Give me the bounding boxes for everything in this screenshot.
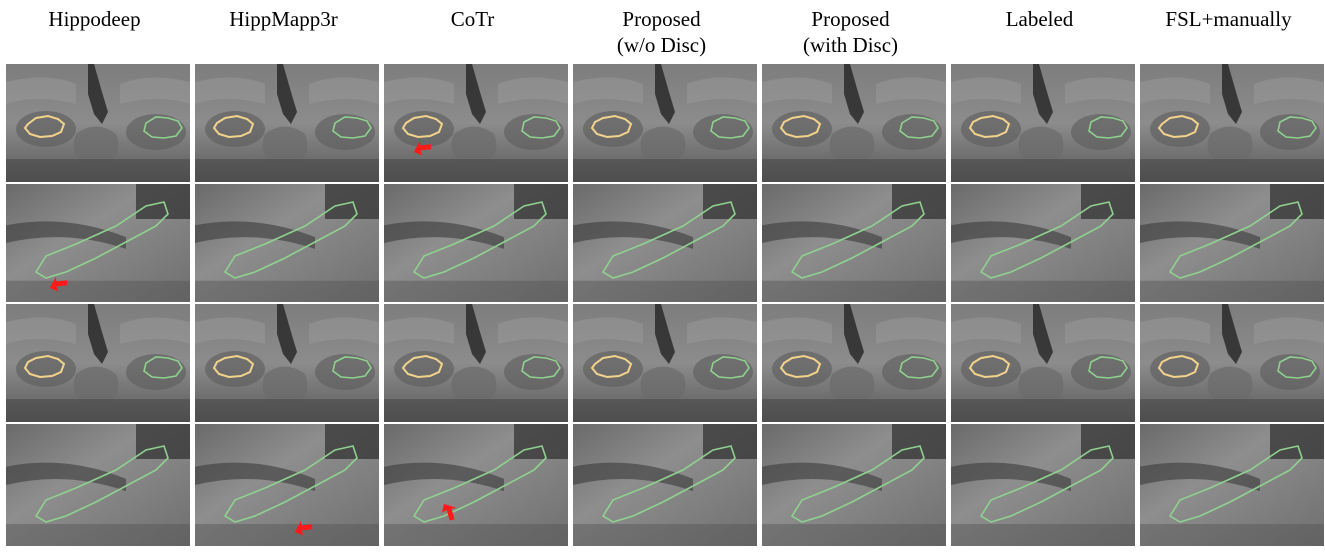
coronal-slice-labeled-group-2 [951, 304, 1135, 422]
coronal-slice-labeled-group-1 [951, 64, 1135, 182]
sagittal-slice-hippodeep-group-2 [6, 424, 190, 546]
column-title-labeled: Labeled [1005, 7, 1074, 31]
coronal-slice-proposed-with-disc-group-2 [762, 304, 946, 422]
sagittal-slice-proposed-w-o-disc-group-2 [573, 424, 757, 546]
sagittal-slice-cotr-group-2 [384, 424, 568, 546]
sagittal-slice-proposed-with-disc-group-1 [762, 184, 946, 302]
red-arrow-icon [414, 140, 432, 156]
coronal-slice-cotr-group-2 [384, 304, 568, 422]
red-arrow-icon [295, 520, 313, 536]
column-title-proposed-wo-disc: Proposed (w/o Disc) [616, 7, 707, 57]
red-arrow-icon [441, 504, 457, 521]
column-title-proposed-with-disc: Proposed (with Disc) [802, 7, 899, 57]
coronal-slice-hippodeep-group-1 [6, 64, 190, 182]
sagittal-slice-proposed-with-disc-group-2 [762, 424, 946, 546]
sagittal-slice-hippodeep-group-1 [6, 184, 190, 302]
sagittal-slice-proposed-w-o-disc-group-1 [573, 184, 757, 302]
sagittal-slice-labeled-group-2 [951, 424, 1135, 546]
coronal-slice-hippmapp3r-group-2 [195, 304, 379, 422]
red-arrow-icon [50, 276, 68, 292]
coronal-slice-hippodeep-group-2 [6, 304, 190, 422]
sagittal-slice-hippmapp3r-group-2 [195, 424, 379, 546]
coronal-slice-hippmapp3r-group-1 [195, 64, 379, 182]
column-title-hippmapp3r: HippMapp3r [229, 7, 338, 31]
coronal-slice-fsl-manually-group-1 [1140, 64, 1324, 182]
coronal-slice-fsl-manually-group-2 [1140, 304, 1324, 422]
coronal-slice-cotr-group-1 [384, 64, 568, 182]
column-title-hippodeep: Hippodeep [48, 7, 141, 31]
sagittal-slice-fsl-manually-group-2 [1140, 424, 1324, 546]
sagittal-slice-hippmapp3r-group-1 [195, 184, 379, 302]
column-title-cotr: CoTr [450, 7, 495, 31]
sagittal-slice-cotr-group-1 [384, 184, 568, 302]
sagittal-slice-fsl-manually-group-1 [1140, 184, 1324, 302]
coronal-slice-proposed-w-o-disc-group-1 [573, 64, 757, 182]
column-title-fsl-manually: FSL+manually [1165, 7, 1292, 31]
coronal-slice-proposed-with-disc-group-1 [762, 64, 946, 182]
column-header-row: Hippodeep HippMapp3r CoTr Proposed (w/o … [0, 0, 1325, 64]
sagittal-slice-labeled-group-1 [951, 184, 1135, 302]
coronal-slice-proposed-w-o-disc-group-2 [573, 304, 757, 422]
mri-image-grid [6, 64, 1324, 548]
